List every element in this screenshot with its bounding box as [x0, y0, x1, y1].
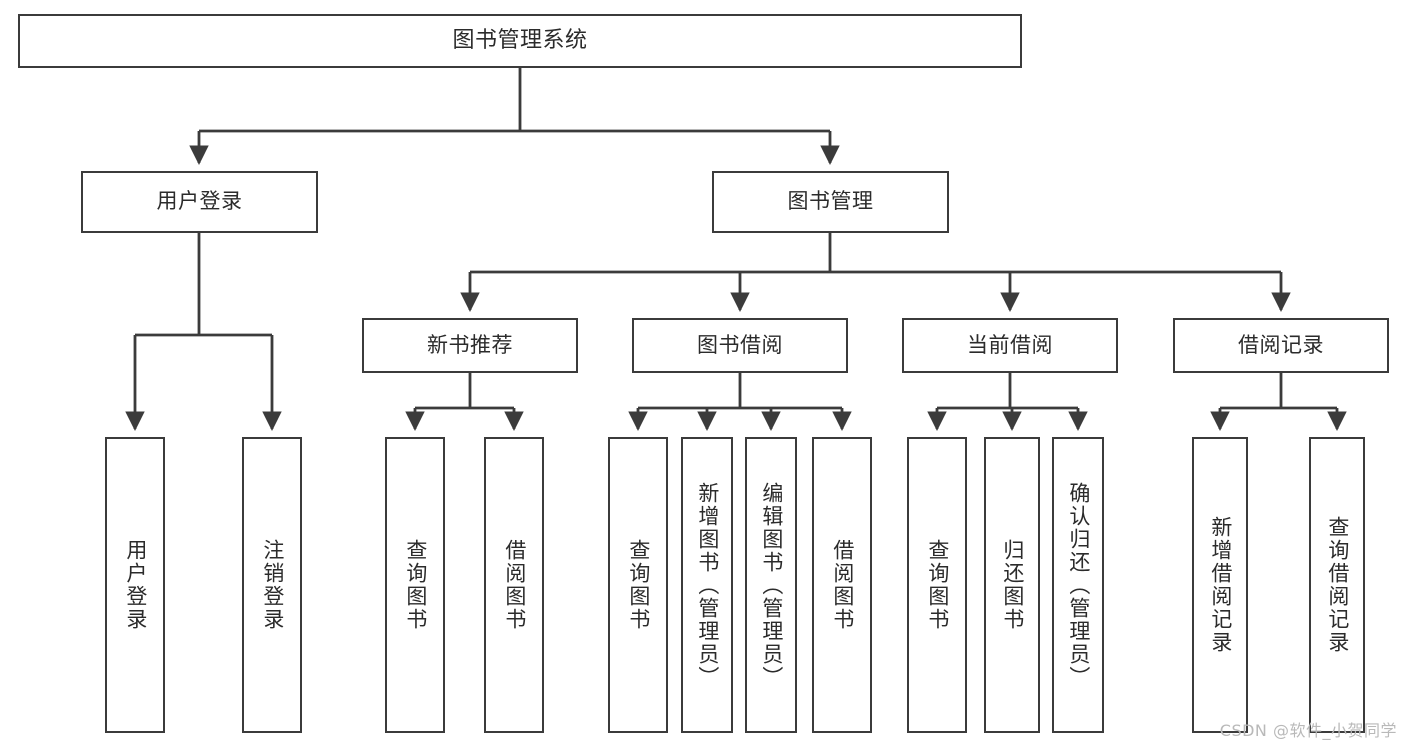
leaf-label: 新增图书（管理员）: [695, 481, 720, 689]
node-label: 图书管理系统: [452, 27, 588, 53]
node-label: 图书借阅: [697, 332, 783, 357]
leaf-logout[interactable]: 注销登录: [242, 437, 302, 733]
leaf-add-book-admin[interactable]: 新增图书（管理员）: [681, 437, 733, 733]
leaf-confirm-return-admin[interactable]: 确认归还（管理员）: [1052, 437, 1104, 733]
leaf-borrow-book-newbook[interactable]: 借阅图书: [484, 437, 544, 733]
leaf-label: 编辑图书（管理员）: [759, 481, 784, 689]
leaf-label: 用户登录: [123, 539, 148, 631]
leaf-label: 确认归还（管理员）: [1066, 481, 1091, 689]
leaf-label: 查询图书: [403, 539, 428, 631]
leaf-borrow-book[interactable]: 借阅图书: [812, 437, 872, 733]
node-book-management[interactable]: 图书管理: [712, 171, 949, 233]
node-current-borrow[interactable]: 当前借阅: [902, 318, 1118, 373]
leaf-label: 注销登录: [260, 539, 285, 631]
leaf-query-borrow-record[interactable]: 查询借阅记录: [1309, 437, 1365, 733]
leaf-query-book-newbook[interactable]: 查询图书: [385, 437, 445, 733]
node-label: 借阅记录: [1238, 332, 1324, 357]
node-label: 当前借阅: [967, 332, 1053, 357]
leaf-label: 借阅图书: [502, 539, 527, 631]
leaf-query-book-borrow[interactable]: 查询图书: [608, 437, 668, 733]
node-label: 新书推荐: [427, 332, 513, 357]
leaf-label: 查询借阅记录: [1325, 516, 1350, 654]
leaf-query-book-current[interactable]: 查询图书: [907, 437, 967, 733]
node-root-system[interactable]: 图书管理系统: [18, 14, 1022, 68]
leaf-return-book[interactable]: 归还图书: [984, 437, 1040, 733]
leaf-add-borrow-record[interactable]: 新增借阅记录: [1192, 437, 1248, 733]
node-label: 图书管理: [787, 189, 874, 214]
leaf-label: 查询图书: [925, 539, 950, 631]
node-user-login[interactable]: 用户登录: [81, 171, 318, 233]
node-book-borrow[interactable]: 图书借阅: [632, 318, 848, 373]
node-label: 用户登录: [156, 189, 243, 214]
leaf-label: 归还图书: [1000, 539, 1025, 631]
leaf-edit-book-admin[interactable]: 编辑图书（管理员）: [745, 437, 797, 733]
leaf-label: 借阅图书: [830, 539, 855, 631]
leaf-label: 新增借阅记录: [1208, 516, 1233, 654]
node-borrow-record[interactable]: 借阅记录: [1173, 318, 1389, 373]
leaf-label: 查询图书: [626, 539, 651, 631]
leaf-user-login[interactable]: 用户登录: [105, 437, 165, 733]
node-new-book-recommend[interactable]: 新书推荐: [362, 318, 578, 373]
